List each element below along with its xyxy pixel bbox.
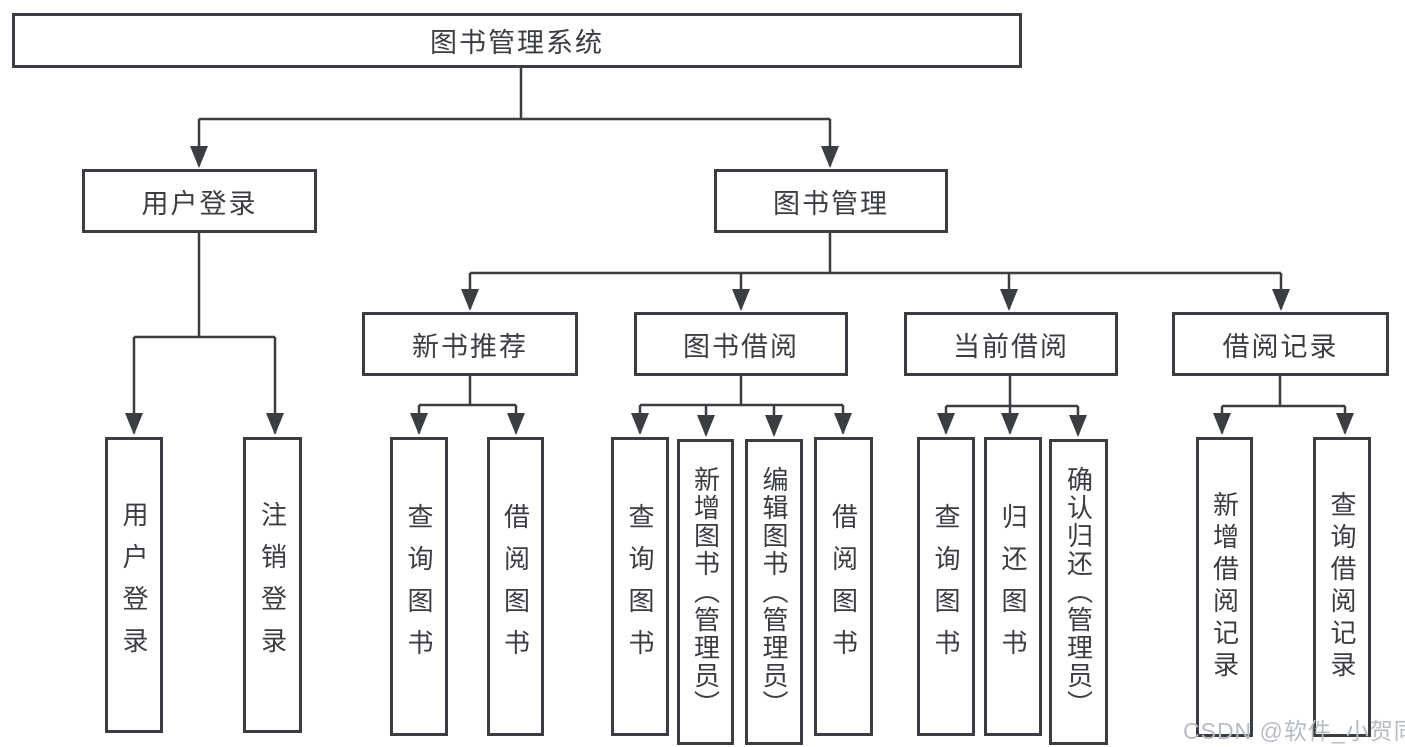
- leaf-confirm-return-admin: 确认归还（管理员）: [1049, 439, 1108, 745]
- leaf-return-book: 归还图书: [984, 437, 1042, 736]
- leaf-query-books-recommend: 查询图书: [390, 437, 448, 736]
- node-new-book-recommend: 新书推荐: [362, 312, 578, 376]
- node-borrowing-records: 借阅记录: [1172, 312, 1389, 376]
- node-user-login-branch: 用户登录: [82, 169, 317, 233]
- node-book-management: 图书管理: [714, 169, 948, 233]
- watermark: CSDN @软件_小贺同学: [1183, 718, 1405, 744]
- leaf-edit-book-admin: 编辑图书（管理员）: [745, 439, 803, 745]
- node-book-borrowing: 图书借阅: [634, 312, 848, 376]
- leaf-logout: 注销登录: [243, 437, 302, 733]
- leaf-add-borrow-record: 新增借阅记录: [1196, 437, 1253, 737]
- leaf-query-books-current: 查询图书: [917, 437, 975, 736]
- leaf-user-login: 用户登录: [105, 437, 163, 733]
- leaf-borrow-books-borrowing: 借阅图书: [814, 437, 873, 736]
- leaf-query-borrow-record: 查询借阅记录: [1313, 437, 1371, 737]
- leaf-query-books-borrowing: 查询图书: [611, 437, 669, 736]
- node-library-system: 图书管理系统: [12, 13, 1022, 68]
- leaf-borrow-books-recommend: 借阅图书: [487, 437, 544, 736]
- node-current-borrowing: 当前借阅: [904, 312, 1118, 376]
- leaf-add-book-admin: 新增图书（管理员）: [677, 439, 734, 745]
